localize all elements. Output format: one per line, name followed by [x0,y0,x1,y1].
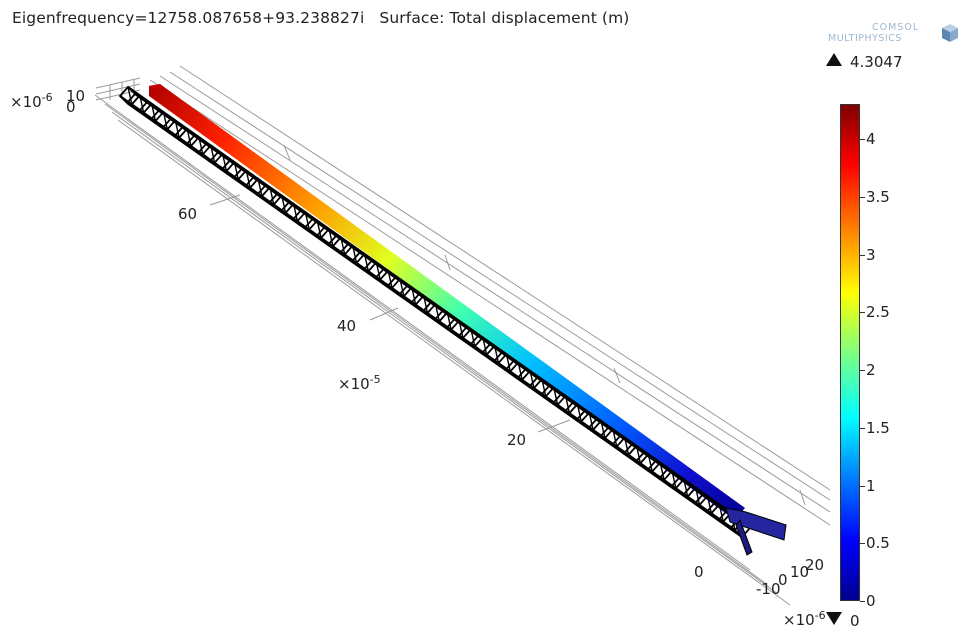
colorbar-tick-mark [860,427,865,429]
truss-lattice [118,85,752,539]
truss-member [150,103,157,122]
colorbar-tick-label: 3.5 [866,187,890,206]
colorbar-min-label: 0 [850,612,860,630]
truss-member [387,270,393,289]
axis1-tick-60: 60 [178,205,197,223]
truss-member [470,328,476,347]
truss-member [316,220,322,239]
colorbar-tick-label: 4 [866,130,876,149]
axis1-tick-20: 20 [507,431,526,449]
far-axis-multiplier: ×10-6 [10,91,53,111]
truss-member [328,228,334,247]
axis1-tick-40: 40 [337,317,356,335]
plot-title: Eigenfrequency=12758.087658+93.238827i S… [12,9,630,27]
truss-member [304,212,310,230]
axis2-tick-20: 20 [805,556,824,574]
truss-member [245,170,251,188]
colorbar-tick-mark [860,370,865,372]
truss-member [671,470,677,489]
truss-member [257,178,263,197]
deformed-beam [149,84,745,520]
truss-member [210,145,216,163]
grid-lines [94,65,831,606]
logo-line2: MULTIPHYSICS [828,33,902,44]
truss-member [635,445,642,464]
truss-member [553,387,559,405]
axis2-tick-10: 10 [790,563,809,581]
triangle-down-icon [826,612,842,625]
colorbar-tick-label: 0.5 [866,534,890,553]
truss-member [411,287,417,305]
colorbar-tick-mark [860,601,865,602]
axis1-multiplier: ×10-5 [338,373,381,393]
truss-member [624,437,630,456]
colorbar-tick-mark [860,543,865,545]
colorbar-tick-label: 2.5 [866,303,890,322]
truss-member [363,253,370,272]
truss-member [588,412,594,430]
truss-member [683,479,689,497]
axis2-multiplier: ×10-6 [783,609,826,629]
axis1-tick-0: 0 [694,563,704,581]
colorbar-tick-label: 1 [866,476,876,495]
colorbar-max-label: 4.3047 [850,53,903,71]
end-fin [725,507,787,556]
far-axis-tick-10: 10 [66,87,85,105]
truss-member [458,320,464,339]
truss-member [541,378,547,397]
truss-member [529,370,535,389]
truss-member [647,454,653,472]
colorbar-tick-mark [860,254,865,256]
truss-member [127,86,133,105]
truss-member [174,120,180,138]
truss-member [517,362,523,380]
colorbar-tick-mark [860,312,865,314]
colorbar-tick-mark [860,485,865,487]
truss-member [198,136,204,155]
truss-member [269,187,275,205]
truss-member [446,312,452,330]
triangle-up-icon [826,53,842,66]
truss-member [352,245,358,264]
truss-member [221,153,228,172]
truss-member [162,111,168,130]
far-axis-tick-0: 0 [66,98,76,116]
truss-member [281,195,287,213]
truss-member [233,161,239,180]
truss-member [399,278,405,297]
colorbar-tick-label: 0 [866,592,876,610]
truss-member [600,420,606,439]
colorbar-tick-label: 2 [866,361,876,380]
colorbar-max: 4.3047 [826,53,903,71]
colorbar-tick-mark [860,196,865,198]
truss-member [292,203,299,222]
truss-member [482,337,488,355]
truss-member [139,95,145,113]
truss-member [564,395,571,414]
truss-member [493,345,500,364]
logo-line1: COMSOL [872,22,919,33]
colorbar-tick-label: 3 [866,245,876,264]
truss-member [695,487,701,506]
truss-member [186,128,192,147]
colorbar-tick-label: 1.5 [866,418,890,437]
truss-member [706,495,713,514]
truss-member [422,295,429,314]
truss-member [718,504,724,522]
comsol-cube-icon [942,24,958,42]
colorbar-min: 0 [826,612,860,630]
colorbar-tick-mark [860,139,865,141]
truss-member [612,429,618,447]
truss-member [375,262,381,280]
truss-member [340,237,346,255]
truss-member [434,303,441,322]
axis2-tick-neg10: -10 [756,580,781,598]
axis2-tick-0: 0 [778,571,788,589]
truss-member [505,353,511,372]
colorbar [840,104,860,601]
truss-member [576,404,582,422]
comsol-logo: COMSOL MULTIPHYSICS [826,20,960,46]
truss-member [659,462,665,481]
